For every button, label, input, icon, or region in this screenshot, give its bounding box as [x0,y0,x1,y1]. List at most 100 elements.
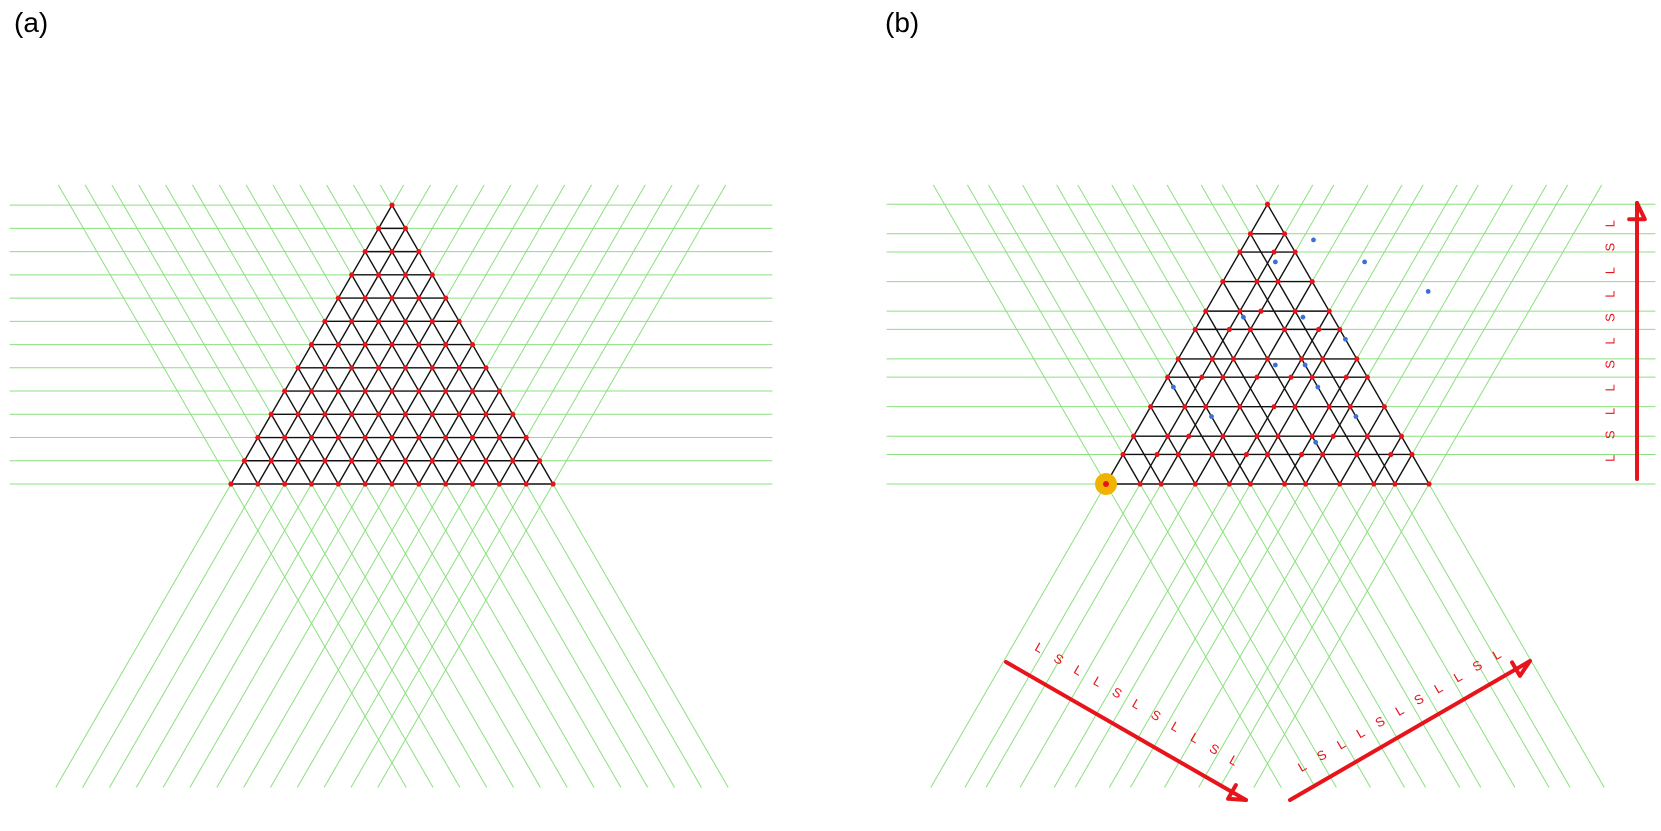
panel-a-label: (a) [14,7,48,38]
vertex-dot [349,365,355,371]
sequence-letter: S [1148,707,1163,724]
vertex-dot [228,481,234,487]
vertex-dot [456,318,462,324]
vertex-dot [1320,451,1326,458]
vertex-dot [483,411,489,417]
vertex-dot [308,341,315,348]
vertex-dot [1292,404,1298,410]
vertex-dot [1354,451,1360,458]
vertex-dot [483,458,489,464]
vertex-dot [550,481,556,487]
vertex-dot [1371,481,1377,487]
vertex-dot [416,481,422,487]
vertex-dot [1148,404,1154,410]
vertex-dot [402,225,409,231]
vertex-dot [375,225,382,231]
triangle-edge-right [270,413,313,485]
vertex-dot [1237,249,1243,255]
vertex-dot [282,481,288,487]
vertex-dot [1175,451,1181,458]
triangle-center-dot [1300,314,1306,320]
triangle-edge-left [1105,203,1269,485]
vertex-dot [362,295,368,301]
triangle-center-dot [1362,259,1368,265]
vertex-dot [1192,481,1198,487]
sequence-letter: S [1602,430,1617,439]
vertex-dot [295,411,301,417]
triangle-edge-right [243,460,259,485]
sequence-letter: L [1602,267,1617,274]
vertex-dot [389,295,395,301]
vertex-dot [1154,451,1160,458]
triangle-center-dot [1302,362,1308,368]
panel-b-grid-lines [886,184,1656,788]
vertex-dot [1254,433,1260,439]
triangle-edge-left [1304,376,1369,485]
vertex-dot [523,434,529,441]
vertex-dot [402,272,409,278]
vertex-dot [389,202,395,208]
vertex-dot [335,388,341,394]
vertex-dot [1398,433,1405,439]
sequence-letter: S [1207,741,1222,758]
triangle-center-dot [1425,289,1431,294]
vertex-dot [510,411,516,417]
triangle-edge-left [1339,405,1386,485]
vertex-dot [1392,481,1398,487]
vertex-dot [308,388,315,394]
vertex-dot [362,481,368,487]
triangle-edge-right [1149,405,1196,485]
triangle-center-dot [1272,259,1278,265]
triangle-edge-right [324,320,420,485]
vertex-dot [1364,374,1370,380]
vertex-dot [416,434,422,441]
triangle-edge-right [351,274,474,485]
vertex-dot [1264,451,1271,458]
vertex-dot [402,458,409,464]
vertex-dot [456,365,462,371]
vertex-dot [322,318,328,324]
triangle-edge-right [1205,310,1307,485]
vertex-dot [1326,404,1332,410]
vertex-dot [375,411,382,417]
vertex-dot [1264,201,1271,207]
vertex-dot [295,365,301,371]
triangle-center-dot [1209,414,1214,419]
vertex-dot [416,295,422,301]
triangle-edge-right [377,227,527,485]
vertex-dot [416,249,422,255]
vertex-dot [496,388,502,394]
sequence-letter: L [1188,730,1202,747]
vertex-dot [241,458,248,464]
triangle-edge-left [1394,453,1413,485]
sequence-letter: L [1490,646,1504,663]
vertex-dot [1130,433,1137,439]
triangle-center-dot [1311,237,1316,243]
triangle-edge-left [1228,310,1330,485]
vertex-dot [1303,481,1309,487]
vertex-dot [523,481,529,487]
panel-b-sequence-arrows [1004,201,1647,802]
vertex-dot [349,318,355,324]
triangle-edge-left [310,274,433,485]
vertex-dot [389,388,395,394]
triangle-center-dot [1353,414,1359,419]
vertex-dot [1299,356,1305,362]
vertex-dot [1165,374,1171,380]
vertex-dot [1426,481,1432,487]
vertex-dot [1220,433,1226,439]
triangle-edge-right [1166,376,1231,485]
sequence-letter: L [1431,680,1445,697]
vertex-dot [1292,308,1298,314]
triangle-edge-left [1283,358,1358,485]
vertex-dot [389,434,395,441]
vertex-dot [322,365,328,371]
vertex-dot [282,434,288,441]
vertex-dot [443,388,449,394]
vertex-dot [469,341,476,348]
sequence-letter: L [1169,718,1183,735]
sequence-letter: L [1602,455,1617,462]
vertex-dot [402,411,409,417]
vertex-dot [1237,404,1243,410]
